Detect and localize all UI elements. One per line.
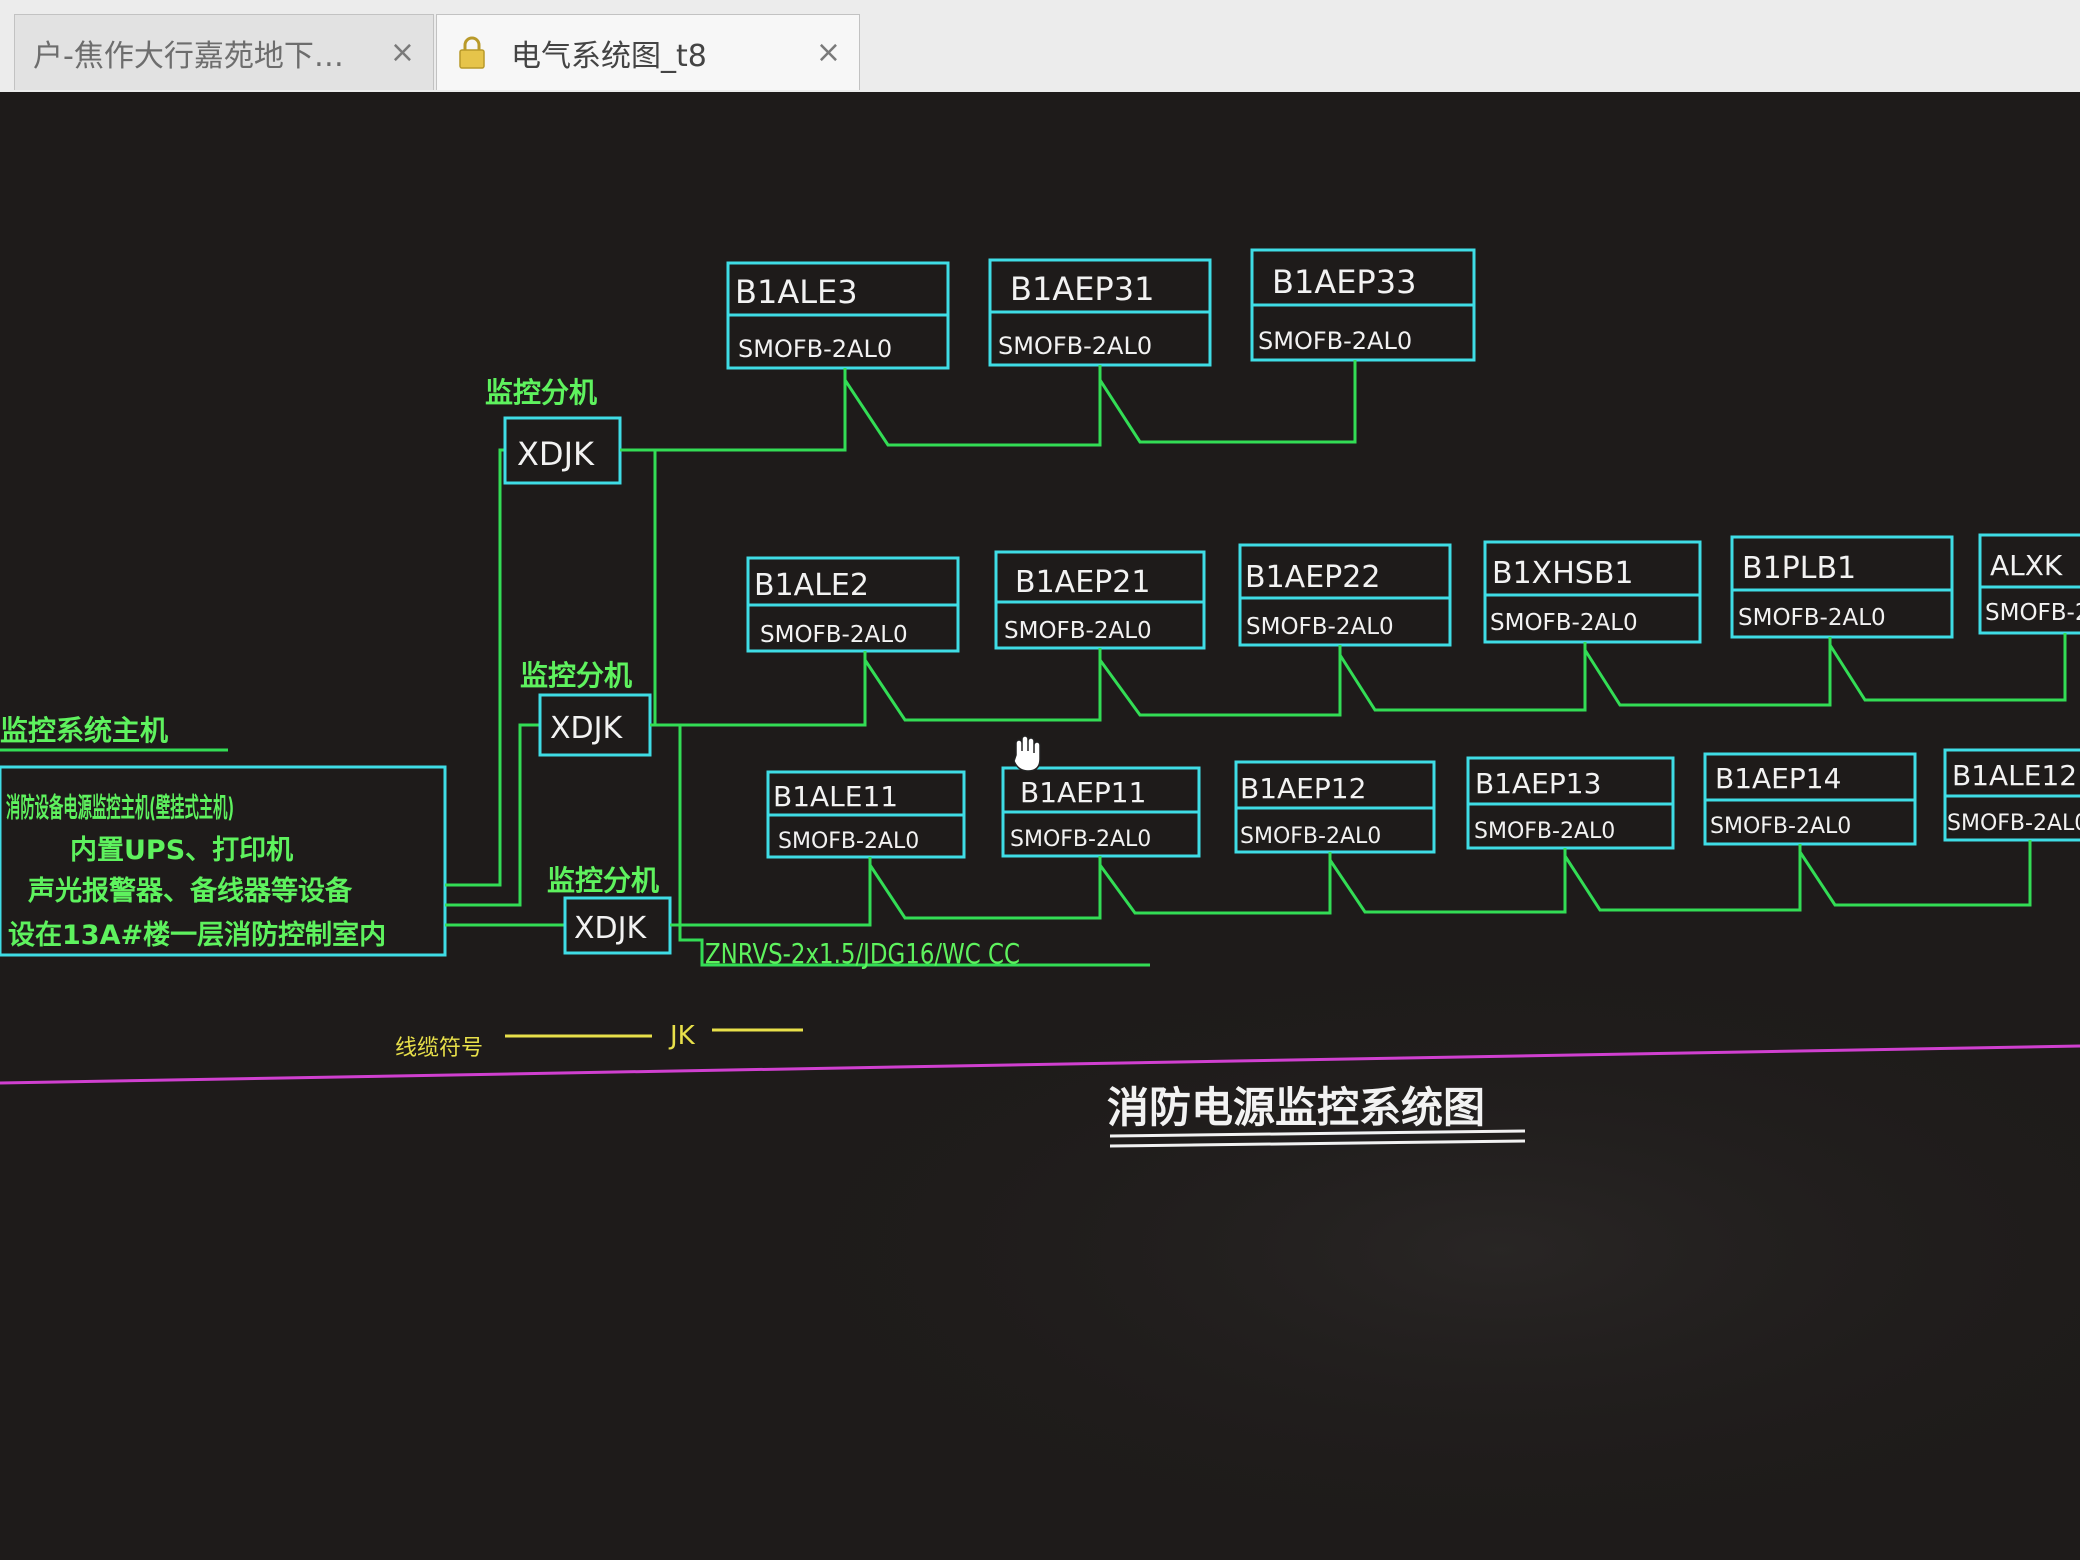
panel-model: SMOFB-2AL0 <box>760 622 908 648</box>
panel-name: B1AEP22 <box>1245 560 1380 595</box>
document-tab-bar: 户-焦作大行嘉苑地下… × 电气系统图_t8 × <box>0 0 2080 94</box>
panel-name: B1AEP11 <box>1020 776 1146 809</box>
panel-model: SMOFB-2AL0 <box>1474 819 1615 844</box>
legend-code: JK <box>668 1021 696 1051</box>
xdjk-label-1: XDJK <box>517 435 595 473</box>
panel-b1aep22[interactable]: B1AEP22 SMOFB-2AL0 <box>1238 543 1452 647</box>
panel-b1aep21[interactable]: B1AEP21 SMOFB-2AL0 <box>994 550 1206 650</box>
panel-name: B1AEP12 <box>1240 772 1366 805</box>
close-icon[interactable]: × <box>389 35 415 70</box>
host-line-4: 设在13A#楼一层消防控制室内 <box>8 919 386 951</box>
panel-b1ale2[interactable]: B1ALE2 SMOFB-2AL0 <box>746 556 960 653</box>
cable-spec: ZNRVS-2x1.5/JDG16/WC CC <box>705 937 1020 970</box>
tab-label: 电气系统图_t8 <box>511 38 707 74</box>
legend-name: 线缆符号 <box>395 1036 483 1061</box>
panel-model: SMOFB-2AL0 <box>1240 824 1381 849</box>
panel-name: B1ALE3 <box>735 273 858 311</box>
title-underline-2 <box>1109 1139 1526 1148</box>
panel-name: ALXK <box>1990 549 2063 582</box>
fire-power-monitoring-diagram[interactable]: 监控系统主机 消防设备电源监控主机(壁挂式主机) 内置UPS、打印机 声光报警器… <box>0 92 2080 1560</box>
panel-model: SMOFB-2AL0 <box>1258 327 1412 355</box>
panel-model: SMOFB-2AL0 <box>1010 827 1151 852</box>
panel-b1aep11[interactable]: B1AEP11 SMOFB-2AL0 <box>1001 766 1201 858</box>
pan-hand-cursor-icon <box>1013 735 1041 772</box>
panel-model: SMOFB-2AL0 <box>1710 814 1851 839</box>
panel-name: B1AEP31 <box>1010 270 1154 308</box>
panel-model: SMOFB-2AL0 <box>1246 614 1394 640</box>
panel-model: SMOFB-2AL0 <box>738 335 892 363</box>
close-icon[interactable]: × <box>815 35 841 70</box>
host-line-2: 内置UPS、打印机 <box>70 835 293 866</box>
xdjk-label-2: XDJK <box>550 711 624 746</box>
tab-electrical-system[interactable]: 电气系统图_t8 × <box>436 14 860 90</box>
screen-glare <box>700 930 2080 1560</box>
tab-drawing-1[interactable]: 户-焦作大行嘉苑地下… × <box>14 14 434 90</box>
panel-model: SMOFB-2AL0 <box>1490 610 1638 636</box>
lock-icon <box>459 36 485 69</box>
trunk-wire-1 <box>445 448 505 887</box>
panel-name: B1AEP13 <box>1475 767 1601 800</box>
host-line-3: 声光报警器、备线器等设备 <box>28 875 353 907</box>
panel-model: SMOFB-2AL0 <box>1947 811 2080 836</box>
frame-border-line <box>0 1044 2080 1085</box>
host-title: 监控系统主机 <box>0 714 168 747</box>
monitor-label-3: 监控分机 <box>547 864 659 897</box>
panel-name: B1AEP33 <box>1272 263 1416 301</box>
panel-b1aep12[interactable]: B1AEP12 SMOFB-2AL0 <box>1234 760 1436 854</box>
panel-b1plb1[interactable]: B1PLB1 SMOFB-2AL0 <box>1730 535 1954 639</box>
panel-b1ale11[interactable]: B1ALE11 SMOFB-2AL0 <box>766 770 966 859</box>
panel-name: B1PLB1 <box>1742 551 1856 586</box>
panel-model: SMOFB-2AL0 <box>998 332 1152 360</box>
panel-name: B1ALE2 <box>754 568 869 603</box>
panel-model: SMOFB-2AL0 <box>1738 605 1886 631</box>
panel-model: SMOFB-2AL0 <box>778 829 919 854</box>
trunk-wire-2 <box>445 723 540 907</box>
panel-b1xhsb1[interactable]: B1XHSB1 SMOFB-2AL0 <box>1483 540 1702 644</box>
panel-b1ale12[interactable]: B1ALE12 SMOFB-2AL0 <box>1943 748 2080 842</box>
drawing-title: 消防电源监控系统图 <box>1107 1083 1485 1132</box>
panel-model: SMOFB-2AL0 <box>1004 618 1152 644</box>
row1-wiring <box>655 360 1357 452</box>
cad-canvas[interactable]: 监控系统主机 消防设备电源监控主机(壁挂式主机) 内置UPS、打印机 声光报警器… <box>0 92 2080 1560</box>
monitor-host-box[interactable] <box>0 765 447 957</box>
panel-b1ale3[interactable]: B1ALE3 SMOFB-2AL0 <box>726 261 950 370</box>
panel-name: B1AEP14 <box>1715 762 1841 795</box>
tab-label: 户-焦作大行嘉苑地下… <box>33 38 344 74</box>
host-line-1: 消防设备电源监控主机(壁挂式主机) <box>6 793 234 824</box>
panel-name: B1ALE12 <box>1952 759 2077 792</box>
bus-main <box>620 448 1150 967</box>
monitor-label-2: 监控分机 <box>520 659 632 692</box>
row3-wiring <box>702 840 2032 927</box>
panel-model: SMOFB-2 <box>1985 600 2080 626</box>
panel-name: B1XHSB1 <box>1492 556 1634 591</box>
row2-wiring <box>680 633 2067 727</box>
panel-name: B1ALE11 <box>773 780 898 813</box>
xdjk-label-3: XDJK <box>574 911 648 946</box>
panel-b1aep33[interactable]: B1AEP33 SMOFB-2AL0 <box>1250 248 1476 362</box>
panel-alxk[interactable]: ALXK SMOFB-2 <box>1978 533 2080 635</box>
monitor-label-1: 监控分机 <box>485 376 597 409</box>
title-underline-1 <box>1109 1129 1526 1138</box>
panel-b1aep14[interactable]: B1AEP14 SMOFB-2AL0 <box>1703 752 1917 846</box>
panel-b1aep13[interactable]: B1AEP13 SMOFB-2AL0 <box>1466 756 1675 850</box>
panel-name: B1AEP21 <box>1015 565 1150 600</box>
